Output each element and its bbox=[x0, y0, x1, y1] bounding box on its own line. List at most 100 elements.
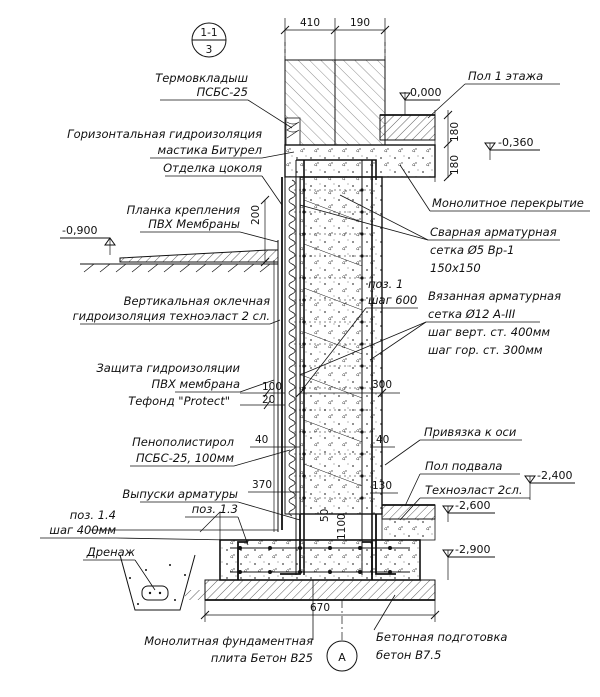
dim-40-left: 40 bbox=[255, 434, 268, 446]
rebar-dot bbox=[360, 254, 364, 258]
level-0360-text: -0,360 bbox=[498, 136, 533, 149]
dim-670: 670 bbox=[310, 602, 330, 614]
section-mark: 1-1 3 bbox=[191, 22, 227, 58]
label-horizontal-waterproofing: Горизонтальная гидроизоляция мастика Бит… bbox=[67, 127, 295, 159]
plate-reinforcement bbox=[230, 514, 410, 580]
drain bbox=[119, 554, 196, 611]
rebar-dot bbox=[360, 408, 364, 412]
svg-text:ПВХ Мембраны: ПВХ Мембраны bbox=[148, 217, 240, 231]
basement-wall bbox=[273, 176, 383, 532]
label-thermal-insert: Термовкладыш ПСБС-25 bbox=[155, 71, 293, 129]
label-polystyrene: Пенополистирол ПСБС-25, 100мм bbox=[130, 435, 291, 467]
mesh-link bbox=[303, 375, 363, 399]
level-2400-text: -2,400 bbox=[537, 469, 572, 482]
mesh-link bbox=[303, 243, 363, 267]
label-technoelast: Техноэласт 2сл. bbox=[399, 483, 530, 521]
mesh-link bbox=[303, 287, 363, 311]
svg-text:ПСБС-25, 100мм: ПСБС-25, 100мм bbox=[136, 451, 234, 465]
svg-text:Термовкладыш: Термовкладыш bbox=[155, 71, 248, 85]
svg-text:150х150: 150х150 bbox=[430, 261, 481, 275]
rebar-dot bbox=[360, 320, 364, 324]
level-2600-text: -2,600 bbox=[455, 499, 490, 512]
svg-text:гидроизоляция техноэласт 2 сл.: гидроизоляция техноэласт 2 сл. bbox=[73, 309, 270, 323]
ground-lower bbox=[90, 511, 278, 600]
svg-text:Планка крепления: Планка крепления bbox=[127, 203, 240, 217]
level-2900-text: -2,900 bbox=[455, 543, 490, 556]
wall-reinforcement bbox=[294, 159, 377, 575]
label-basement-floor: Пол подвала bbox=[404, 459, 520, 507]
svg-text:плита Бетон В25: плита Бетон В25 bbox=[211, 651, 313, 665]
label-axis-binding: Привязка к оси bbox=[384, 425, 522, 466]
axis-marker: А bbox=[326, 600, 358, 672]
level-0000-text: 0,000 bbox=[410, 86, 442, 99]
svg-text:Пенополистирол: Пенополистирол bbox=[132, 435, 234, 449]
svg-text:Выпуски арматуры: Выпуски арматуры bbox=[122, 487, 238, 501]
rebar-dot bbox=[302, 232, 306, 236]
rebar-dot bbox=[302, 452, 306, 456]
dim-100: 100 bbox=[262, 381, 282, 393]
svg-text:Монолитное перекрытие: Монолитное перекрытие bbox=[432, 196, 584, 210]
level-0900: -0,900 bbox=[60, 224, 116, 255]
svg-text:мастика Битурел: мастика Битурел bbox=[158, 143, 263, 157]
svg-text:поз. 1: поз. 1 bbox=[368, 277, 403, 291]
level-2900: -2,900 bbox=[442, 543, 495, 580]
ground-outside bbox=[80, 249, 279, 273]
dim-180-bottom: 180 bbox=[449, 155, 461, 175]
svg-text:Отделка цоколя: Отделка цоколя bbox=[163, 161, 262, 175]
rebar-dot bbox=[360, 386, 364, 390]
svg-text:сетка Ø12 А-III: сетка Ø12 А-III bbox=[428, 307, 516, 321]
mesh-link bbox=[303, 463, 363, 487]
svg-text:ПСБС-25: ПСБС-25 bbox=[197, 85, 248, 99]
svg-text:Пол 1 этажа: Пол 1 этажа bbox=[468, 69, 543, 83]
rebar-dot bbox=[302, 474, 306, 478]
rebar-dot bbox=[360, 276, 364, 280]
label-tied-mesh: Вязанная арматурная сетка Ø12 А-III шаг … bbox=[299, 289, 561, 376]
foundation-plate bbox=[204, 504, 436, 601]
svg-text:Техноэласт 2сл.: Техноэласт 2сл. bbox=[425, 483, 523, 497]
dim-180-top: 180 bbox=[449, 122, 461, 142]
svg-text:Сварная арматурная: Сварная арматурная bbox=[430, 225, 557, 239]
rebar-dot bbox=[360, 474, 364, 478]
svg-text:Пол подвала: Пол подвала bbox=[425, 459, 502, 473]
rebar-dot bbox=[360, 342, 364, 346]
rebar-dot bbox=[302, 496, 306, 500]
label-rebar-outlets: Выпуски арматуры поз. 1.3 bbox=[122, 487, 301, 546]
svg-text:Монолитная фундаментная: Монолитная фундаментная bbox=[144, 634, 313, 648]
rebar-dot bbox=[302, 342, 306, 346]
svg-text:Защита гидроизоляции: Защита гидроизоляции bbox=[96, 361, 240, 375]
level-0000: 0,000 bbox=[399, 86, 442, 115]
rebar-dot bbox=[360, 298, 364, 302]
label-pos-1: поз. 1 шаг 600 bbox=[301, 277, 418, 391]
dim-190: 190 bbox=[350, 17, 370, 29]
mesh-link bbox=[303, 419, 363, 443]
svg-text:Горизонтальная гидроизоляция: Горизонтальная гидроизоляция bbox=[67, 127, 262, 141]
dim-200: 200 bbox=[250, 205, 262, 225]
label-membrane-protection: Защита гидроизоляции ПВХ мембрана Тефонд… bbox=[96, 361, 275, 408]
dim-1100: 1100 bbox=[336, 513, 348, 540]
label-membrane-strip: Планка крепления ПВХ Мембраны bbox=[127, 203, 279, 243]
svg-text:Вертикальная оклечная: Вертикальная оклечная bbox=[124, 294, 270, 308]
dim-370: 370 bbox=[252, 479, 272, 491]
axis-label: А bbox=[338, 651, 346, 664]
thermal-insert bbox=[285, 117, 301, 146]
svg-text:Бетонная подготовка: Бетонная подготовка bbox=[376, 630, 507, 644]
label-drain: Дренаж bbox=[83, 545, 156, 591]
level-2600: -2,600 bbox=[442, 499, 495, 522]
svg-text:поз. 1.4: поз. 1.4 bbox=[70, 508, 116, 522]
dim-410: 410 bbox=[300, 17, 320, 29]
svg-text:шаг гор. ст. 300мм: шаг гор. ст. 300мм bbox=[428, 343, 543, 357]
rebar-dot bbox=[360, 364, 364, 368]
svg-text:Вязанная арматурная: Вязанная арматурная bbox=[428, 289, 561, 303]
label-vertical-waterproofing: Вертикальная оклечная гидроизоляция техн… bbox=[73, 294, 281, 325]
label-plinth-finish: Отделка цоколя bbox=[163, 161, 283, 206]
rebar-dot bbox=[360, 430, 364, 434]
dim-130: 130 bbox=[372, 480, 392, 492]
top-dimension-line: 410 190 bbox=[280, 17, 390, 62]
svg-text:Тефонд "Protect": Тефонд "Protect" bbox=[128, 394, 230, 408]
svg-text:поз. 1.3: поз. 1.3 bbox=[192, 502, 238, 516]
floor-slab bbox=[284, 110, 436, 182]
label-pos-14: поз. 1.4 шаг 400мм bbox=[40, 508, 231, 541]
rebar-dot bbox=[302, 430, 306, 434]
level-2400: -2,400 bbox=[524, 469, 575, 500]
